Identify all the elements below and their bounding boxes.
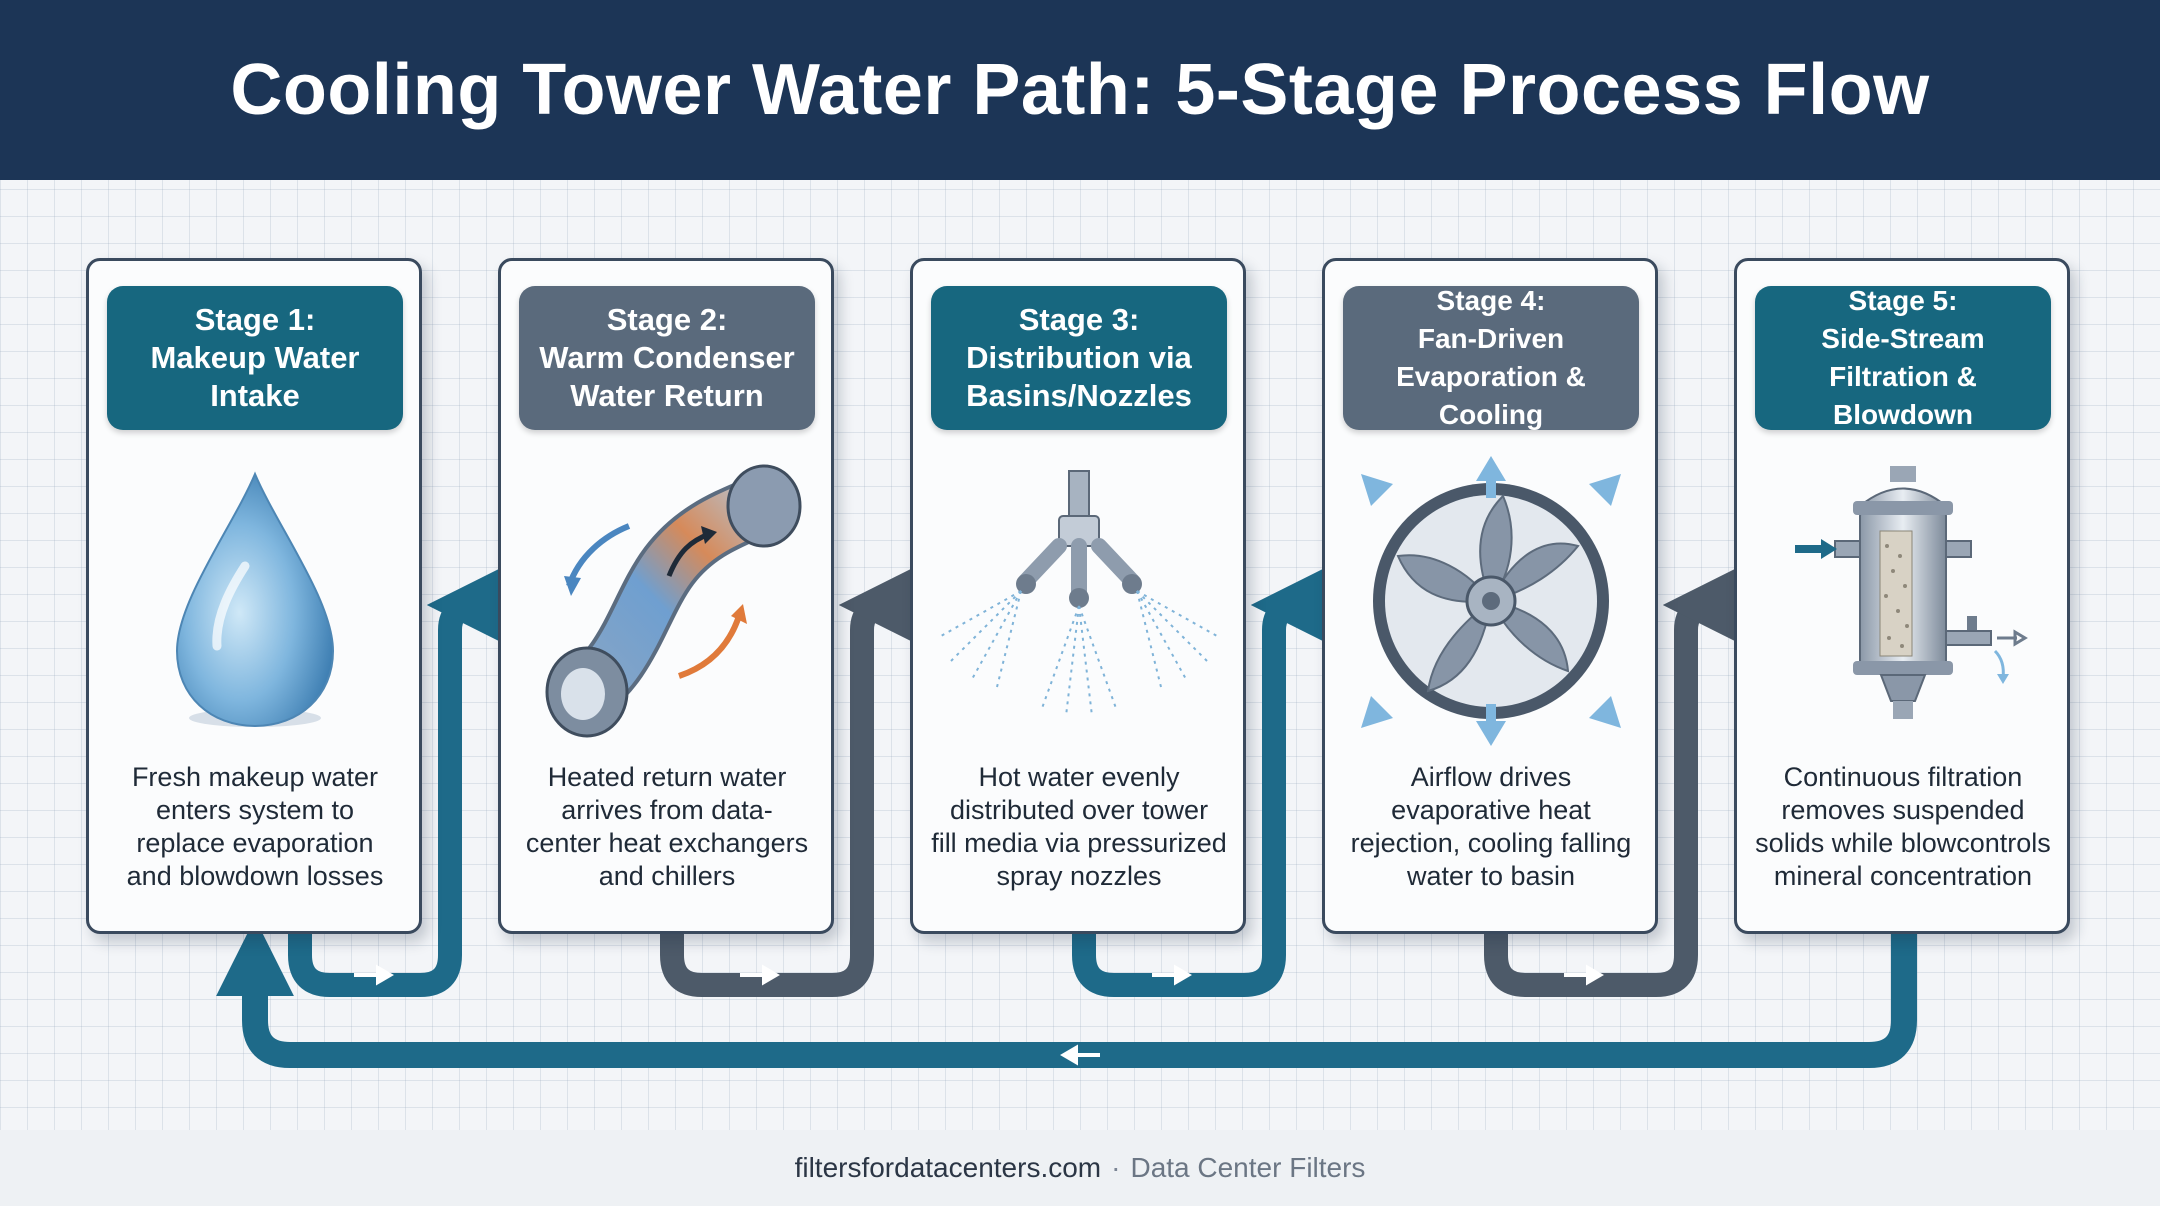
stage-title-3: Stage 3: Distribution via Basins/Nozzles (931, 286, 1227, 430)
direction-arrow-4 (1564, 964, 1604, 986)
stage-title-4: Stage 4: Fan-Driven Evaporation & Coolin… (1343, 285, 1639, 430)
direction-arrow-3 (1152, 964, 1192, 986)
stage-description-2: Heated return water arrives from data- c… (525, 762, 809, 891)
spray-nozzle-icon (931, 456, 1227, 746)
stage-card-5: Stage 5: Side-Stream Filtration & Blowdo… (1734, 258, 2070, 934)
stage-description-1: Fresh makeup water enters system to repl… (126, 762, 384, 891)
direction-arrow-1 (354, 964, 394, 986)
stage-description-5: Continuous filtration removes suspended … (1755, 762, 2051, 891)
stage-description-3: Hot water evenly distributed over tower … (931, 762, 1227, 891)
footer-separator: · (1111, 1152, 1121, 1183)
stage-title-1: Stage 1: Makeup Water Intake (107, 286, 403, 430)
stage-card-3: Stage 3: Distribution via Basins/Nozzles… (910, 258, 1246, 934)
direction-arrow-2 (740, 964, 780, 986)
stage-description-4: Airflow drives evaporative heat rejectio… (1350, 762, 1632, 891)
flow-connector-4-5 (1484, 569, 1735, 997)
page-title: Cooling Tower Water Path: 5-Stage Proces… (230, 50, 1930, 130)
stage-card-1: Stage 1: Makeup Water Intake Fresh makeu… (86, 258, 422, 934)
cooling-fan-icon (1343, 456, 1639, 746)
filter-vessel-icon (1755, 456, 2051, 746)
stage-card-4: Stage 4: Fan-Driven Evaporation & Coolin… (1322, 258, 1658, 934)
flow-connector-3-4 (1072, 569, 1323, 997)
stage-card-2: Stage 2: Warm Condenser Water Return (498, 258, 834, 934)
flow-connector-2-3 (660, 569, 911, 997)
flow-connector-1-2 (288, 569, 499, 997)
footer-brand: Data Center Filters (1130, 1152, 1366, 1183)
stage-title-2: Stage 2: Warm Condenser Water Return (519, 286, 815, 430)
header-banner: Cooling Tower Water Path: 5-Stage Proces… (0, 0, 2160, 180)
pipe-return-icon (519, 456, 815, 746)
footer-site-link[interactable]: filtersfordatacenters.com (794, 1152, 1102, 1183)
water-drop-icon (107, 456, 403, 746)
stage-title-5: Stage 5: Side-Stream Filtration & Blowdo… (1755, 285, 2051, 430)
footer: filtersfordatacenters.com · Data Center … (0, 1130, 2160, 1206)
direction-arrow-return (1060, 1044, 1100, 1066)
